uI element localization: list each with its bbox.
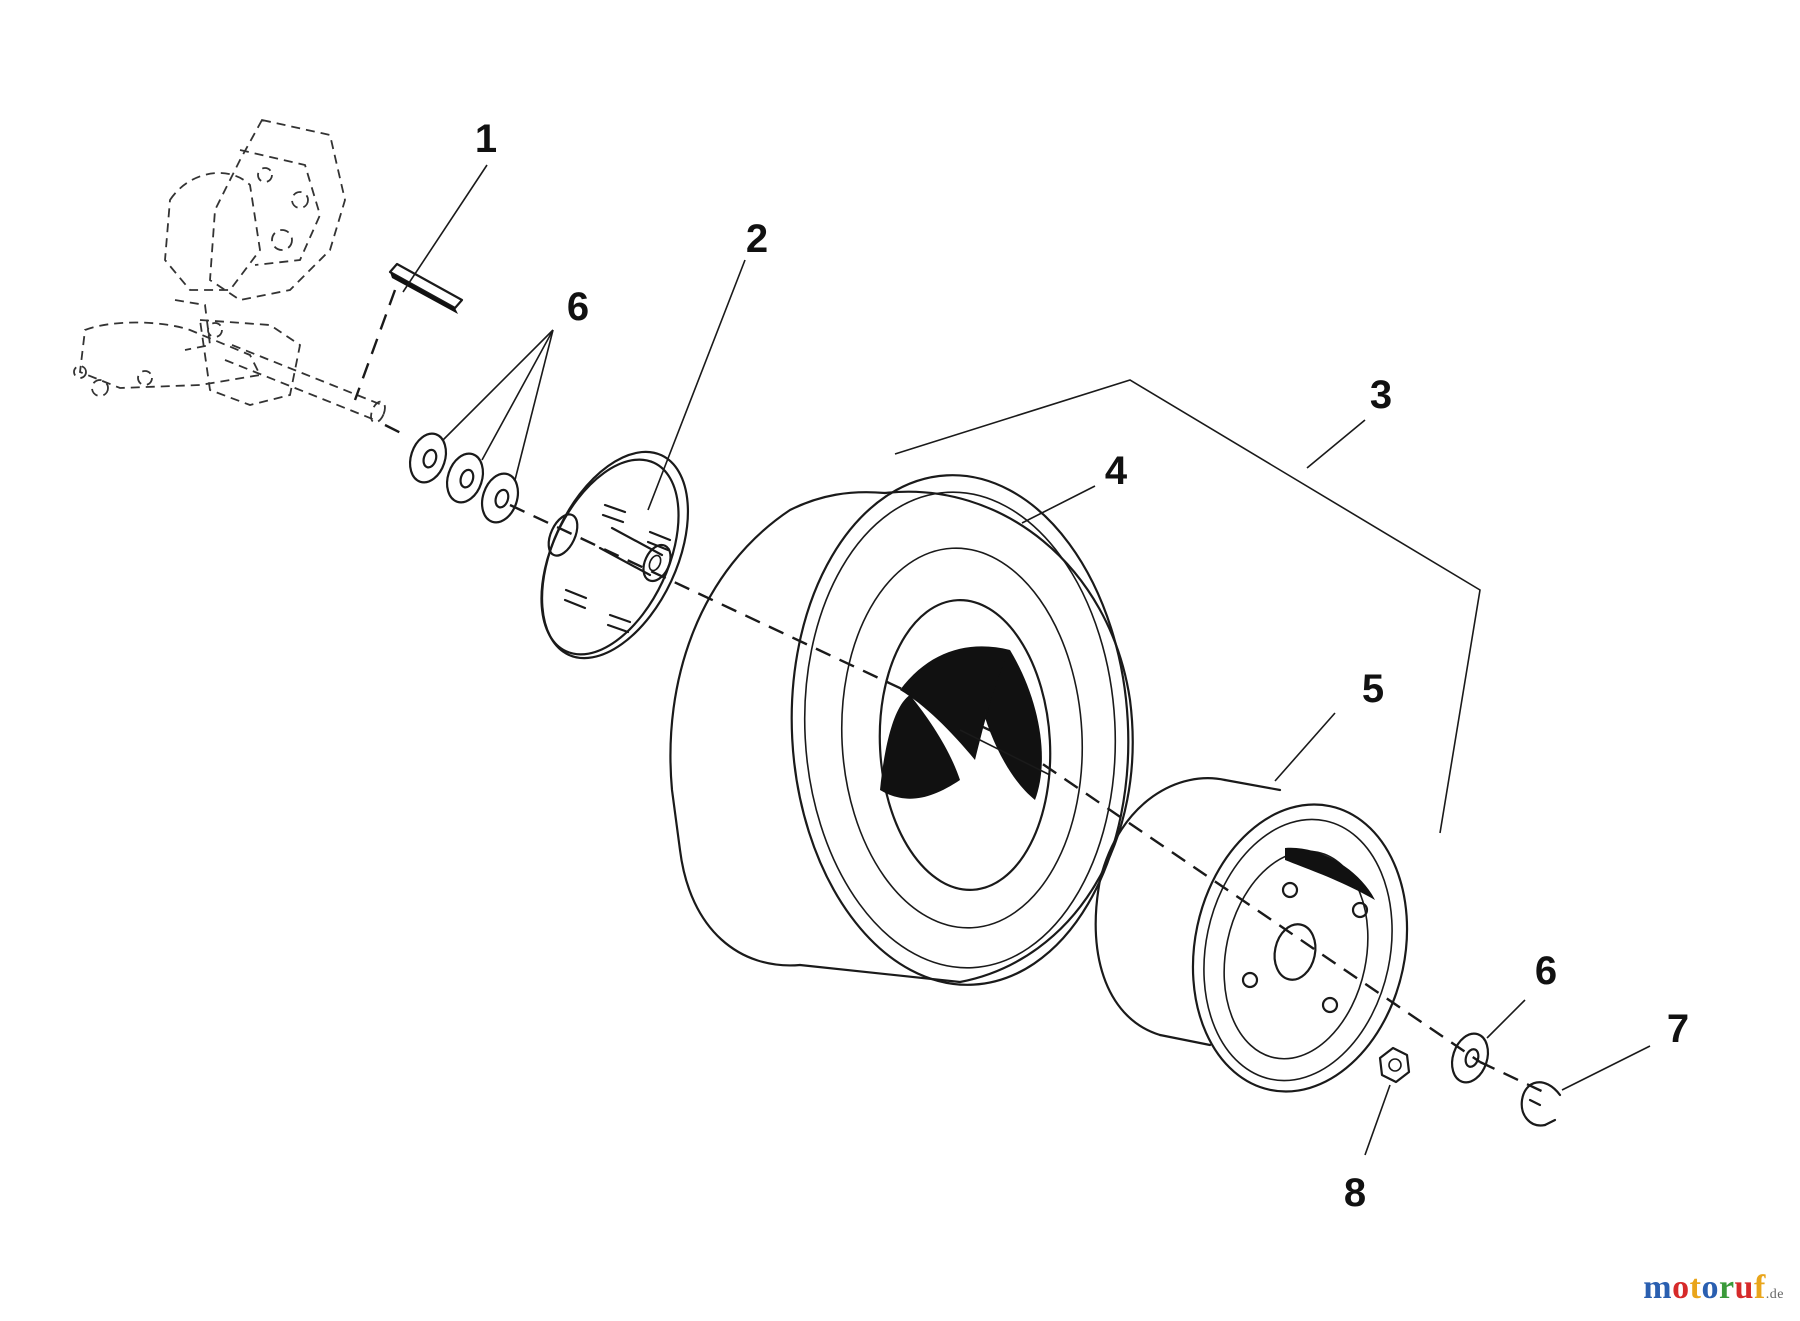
callout-8: 8 xyxy=(1344,1171,1366,1215)
tire-part-4 xyxy=(669,474,1134,986)
callout-6-left: 6 xyxy=(567,285,589,329)
motoruf-watermark: motoruf.de xyxy=(1643,1269,1784,1307)
watermark-letter: t xyxy=(1689,1269,1702,1306)
assembly-bracket-part-3 xyxy=(894,379,1481,834)
callout-3: 3 xyxy=(1370,373,1392,417)
callout-4: 4 xyxy=(1105,449,1128,493)
lug-nut-part-8 xyxy=(1378,1046,1411,1084)
watermark-tld: .de xyxy=(1765,1287,1784,1302)
hub-part-2 xyxy=(540,450,690,660)
watermark-letter: o xyxy=(1672,1269,1690,1306)
leader-lines xyxy=(402,164,1651,1156)
spindle-housing xyxy=(73,118,386,424)
e-clip-part-7 xyxy=(1520,1081,1562,1127)
callout-1: 1 xyxy=(475,117,497,161)
watermark-letter: u xyxy=(1734,1269,1754,1306)
callout-2: 2 xyxy=(746,217,768,261)
callout-numbers: 1 2 3 4 5 6 6 7 8 xyxy=(475,117,1689,1215)
watermark-letter: m xyxy=(1643,1269,1673,1306)
callout-7: 7 xyxy=(1667,1007,1689,1051)
key-part-1 xyxy=(388,262,464,314)
rim-part-5 xyxy=(1094,777,1409,1093)
washers-part-6-left xyxy=(408,432,520,524)
callout-5: 5 xyxy=(1362,667,1384,711)
washer-part-6-right xyxy=(1450,1032,1490,1084)
watermark-letter: f xyxy=(1753,1269,1766,1306)
callout-6-right: 6 xyxy=(1535,949,1557,993)
watermark-letter: r xyxy=(1718,1269,1735,1306)
watermark-letters: motoruf xyxy=(1643,1269,1766,1306)
watermark-letter: o xyxy=(1701,1269,1719,1306)
